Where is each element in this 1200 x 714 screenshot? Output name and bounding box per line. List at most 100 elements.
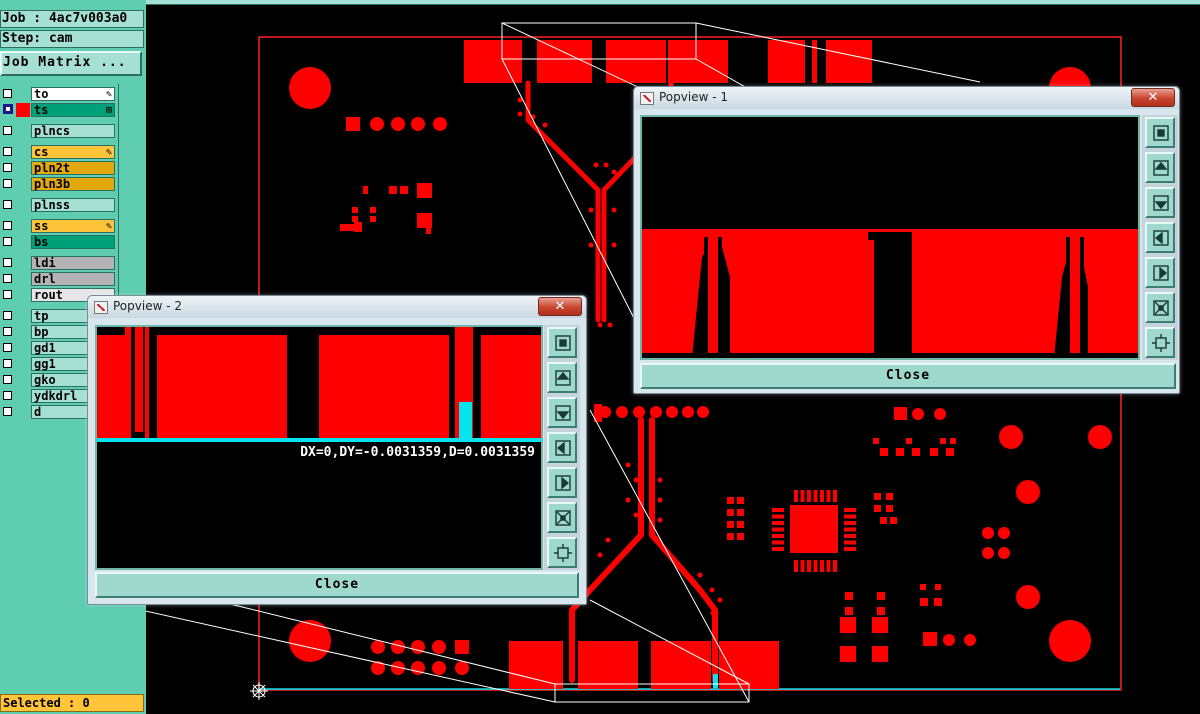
layer-name[interactable]: ldi	[31, 256, 115, 270]
layer-name[interactable]: pln3b	[31, 177, 115, 191]
via	[657, 517, 663, 523]
popview-2-close-button[interactable]: Close	[95, 572, 579, 598]
trace	[708, 235, 718, 358]
pan-down-button[interactable]	[547, 397, 577, 428]
layer-checkbox[interactable]	[3, 290, 12, 299]
zoom-window-button[interactable]	[547, 327, 577, 358]
pan-up-icon	[555, 370, 571, 386]
pan-left-button[interactable]	[547, 432, 577, 463]
popview-2-view[interactable]: DX=0,DY=-0.0031359,D=0.0031359	[95, 325, 543, 570]
layer-checkbox[interactable]	[3, 375, 12, 384]
layer-row[interactable]: pln2t	[0, 160, 118, 176]
job-matrix-button[interactable]: Job Matrix ...	[0, 51, 142, 76]
pan-left-button[interactable]	[1145, 222, 1175, 253]
layer-checkbox[interactable]	[3, 311, 12, 320]
zoom-window-icon	[555, 335, 571, 351]
popview-1-close-button[interactable]: Close	[640, 363, 1176, 389]
finger-gap	[868, 232, 912, 240]
layer-checkbox[interactable]	[3, 274, 12, 283]
pad	[923, 632, 937, 646]
layer-row[interactable]: ts⊞	[0, 102, 118, 118]
layer-row[interactable]: cs✎	[0, 144, 118, 160]
layer-checkbox[interactable]	[3, 237, 12, 246]
layer-name[interactable]: ss✎	[31, 219, 115, 233]
finger-gap	[722, 247, 730, 358]
zoom-home-button[interactable]	[1145, 327, 1175, 358]
pad	[877, 607, 885, 615]
pan-up-button[interactable]	[1145, 152, 1175, 183]
zoom-fit-icon	[555, 510, 571, 526]
popview-2-close-icon[interactable]: ✕	[538, 297, 582, 316]
layer-checkbox[interactable]	[3, 343, 12, 352]
layer-checkbox[interactable]	[3, 407, 12, 416]
layer-row[interactable]: ss✎	[0, 218, 118, 234]
pan-up-button[interactable]	[547, 362, 577, 393]
layer-name[interactable]: to✎	[31, 87, 115, 101]
connector-finger	[97, 335, 127, 385]
layer-name[interactable]: plncs	[31, 124, 115, 138]
layer-name[interactable]: ts⊞	[31, 103, 115, 117]
layer-row[interactable]: plncs	[0, 123, 118, 139]
layer-name[interactable]: pln2t	[31, 161, 115, 175]
layer-checkbox[interactable]	[3, 200, 12, 209]
popview-2-titlebar[interactable]: Popview - 2 ✕	[88, 296, 586, 318]
pan-right-button[interactable]	[1145, 257, 1175, 288]
layer-checkbox[interactable]	[3, 258, 12, 267]
layer-checkbox[interactable]	[3, 391, 12, 400]
round-pad	[998, 527, 1010, 539]
layer-row[interactable]: to✎	[0, 86, 118, 102]
layer-row[interactable]: gko	[0, 372, 118, 388]
layer-checkbox[interactable]	[3, 327, 12, 336]
layer-checkbox[interactable]	[3, 104, 13, 114]
ic-pin	[820, 490, 824, 502]
pan-right-button[interactable]	[547, 467, 577, 498]
zoom-fit-button[interactable]	[547, 502, 577, 533]
round-pad	[455, 661, 469, 675]
pad	[354, 222, 362, 232]
layer-name[interactable]: plnss	[31, 198, 115, 212]
zoom-link-line	[589, 599, 750, 685]
layer-checkbox[interactable]	[3, 359, 12, 368]
via	[657, 477, 663, 483]
layer-checkbox[interactable]	[3, 126, 12, 135]
layer-checkbox[interactable]	[3, 147, 12, 156]
pad	[727, 497, 734, 504]
pad	[840, 617, 856, 633]
pad	[946, 448, 954, 456]
round-pad	[1016, 480, 1040, 504]
popview-2-zoomed-pcb	[97, 327, 541, 442]
layer-name[interactable]: bs	[31, 235, 115, 249]
pad	[912, 448, 920, 456]
layer-name[interactable]: cs✎	[31, 145, 115, 159]
ic-pin	[820, 560, 824, 572]
zoom-home-icon	[1152, 334, 1170, 352]
gap	[642, 353, 1138, 358]
layer-checkbox[interactable]	[3, 89, 12, 98]
layer-row[interactable]: drl	[0, 271, 118, 287]
pan-down-button[interactable]	[1145, 187, 1175, 218]
layer-row[interactable]: ldi	[0, 255, 118, 271]
pad	[370, 207, 376, 213]
popview-1-titlebar[interactable]: Popview - 1 ✕	[634, 87, 1179, 109]
pcb-board-view[interactable]	[146, 6, 1200, 714]
zoom-fit-button[interactable]	[1145, 292, 1175, 323]
layer-checkbox[interactable]	[3, 221, 12, 230]
ic-pin	[833, 560, 837, 572]
trace	[135, 327, 143, 432]
layer-row[interactable]: pln3b	[0, 176, 118, 192]
popview-2-window[interactable]: Popview - 2 ✕ DX=0,DY=-0.0031359,D=0.003…	[87, 295, 587, 605]
round-pad	[964, 634, 976, 646]
layer-row[interactable]: bs	[0, 234, 118, 250]
popview-1-window[interactable]: Popview - 1 ✕ Close	[633, 86, 1180, 394]
layer-name[interactable]: drl	[31, 272, 115, 286]
layer-row[interactable]: plnss	[0, 197, 118, 213]
zoom-window-button[interactable]	[1145, 117, 1175, 148]
layer-checkbox[interactable]	[3, 163, 12, 172]
pad	[352, 216, 358, 222]
connector-finger	[651, 641, 711, 689]
popview-1-close-icon[interactable]: ✕	[1131, 88, 1175, 107]
layer-checkbox[interactable]	[3, 179, 12, 188]
zoom-home-button[interactable]	[547, 537, 577, 568]
popview-1-view[interactable]	[640, 115, 1140, 360]
round-pad	[1016, 585, 1040, 609]
